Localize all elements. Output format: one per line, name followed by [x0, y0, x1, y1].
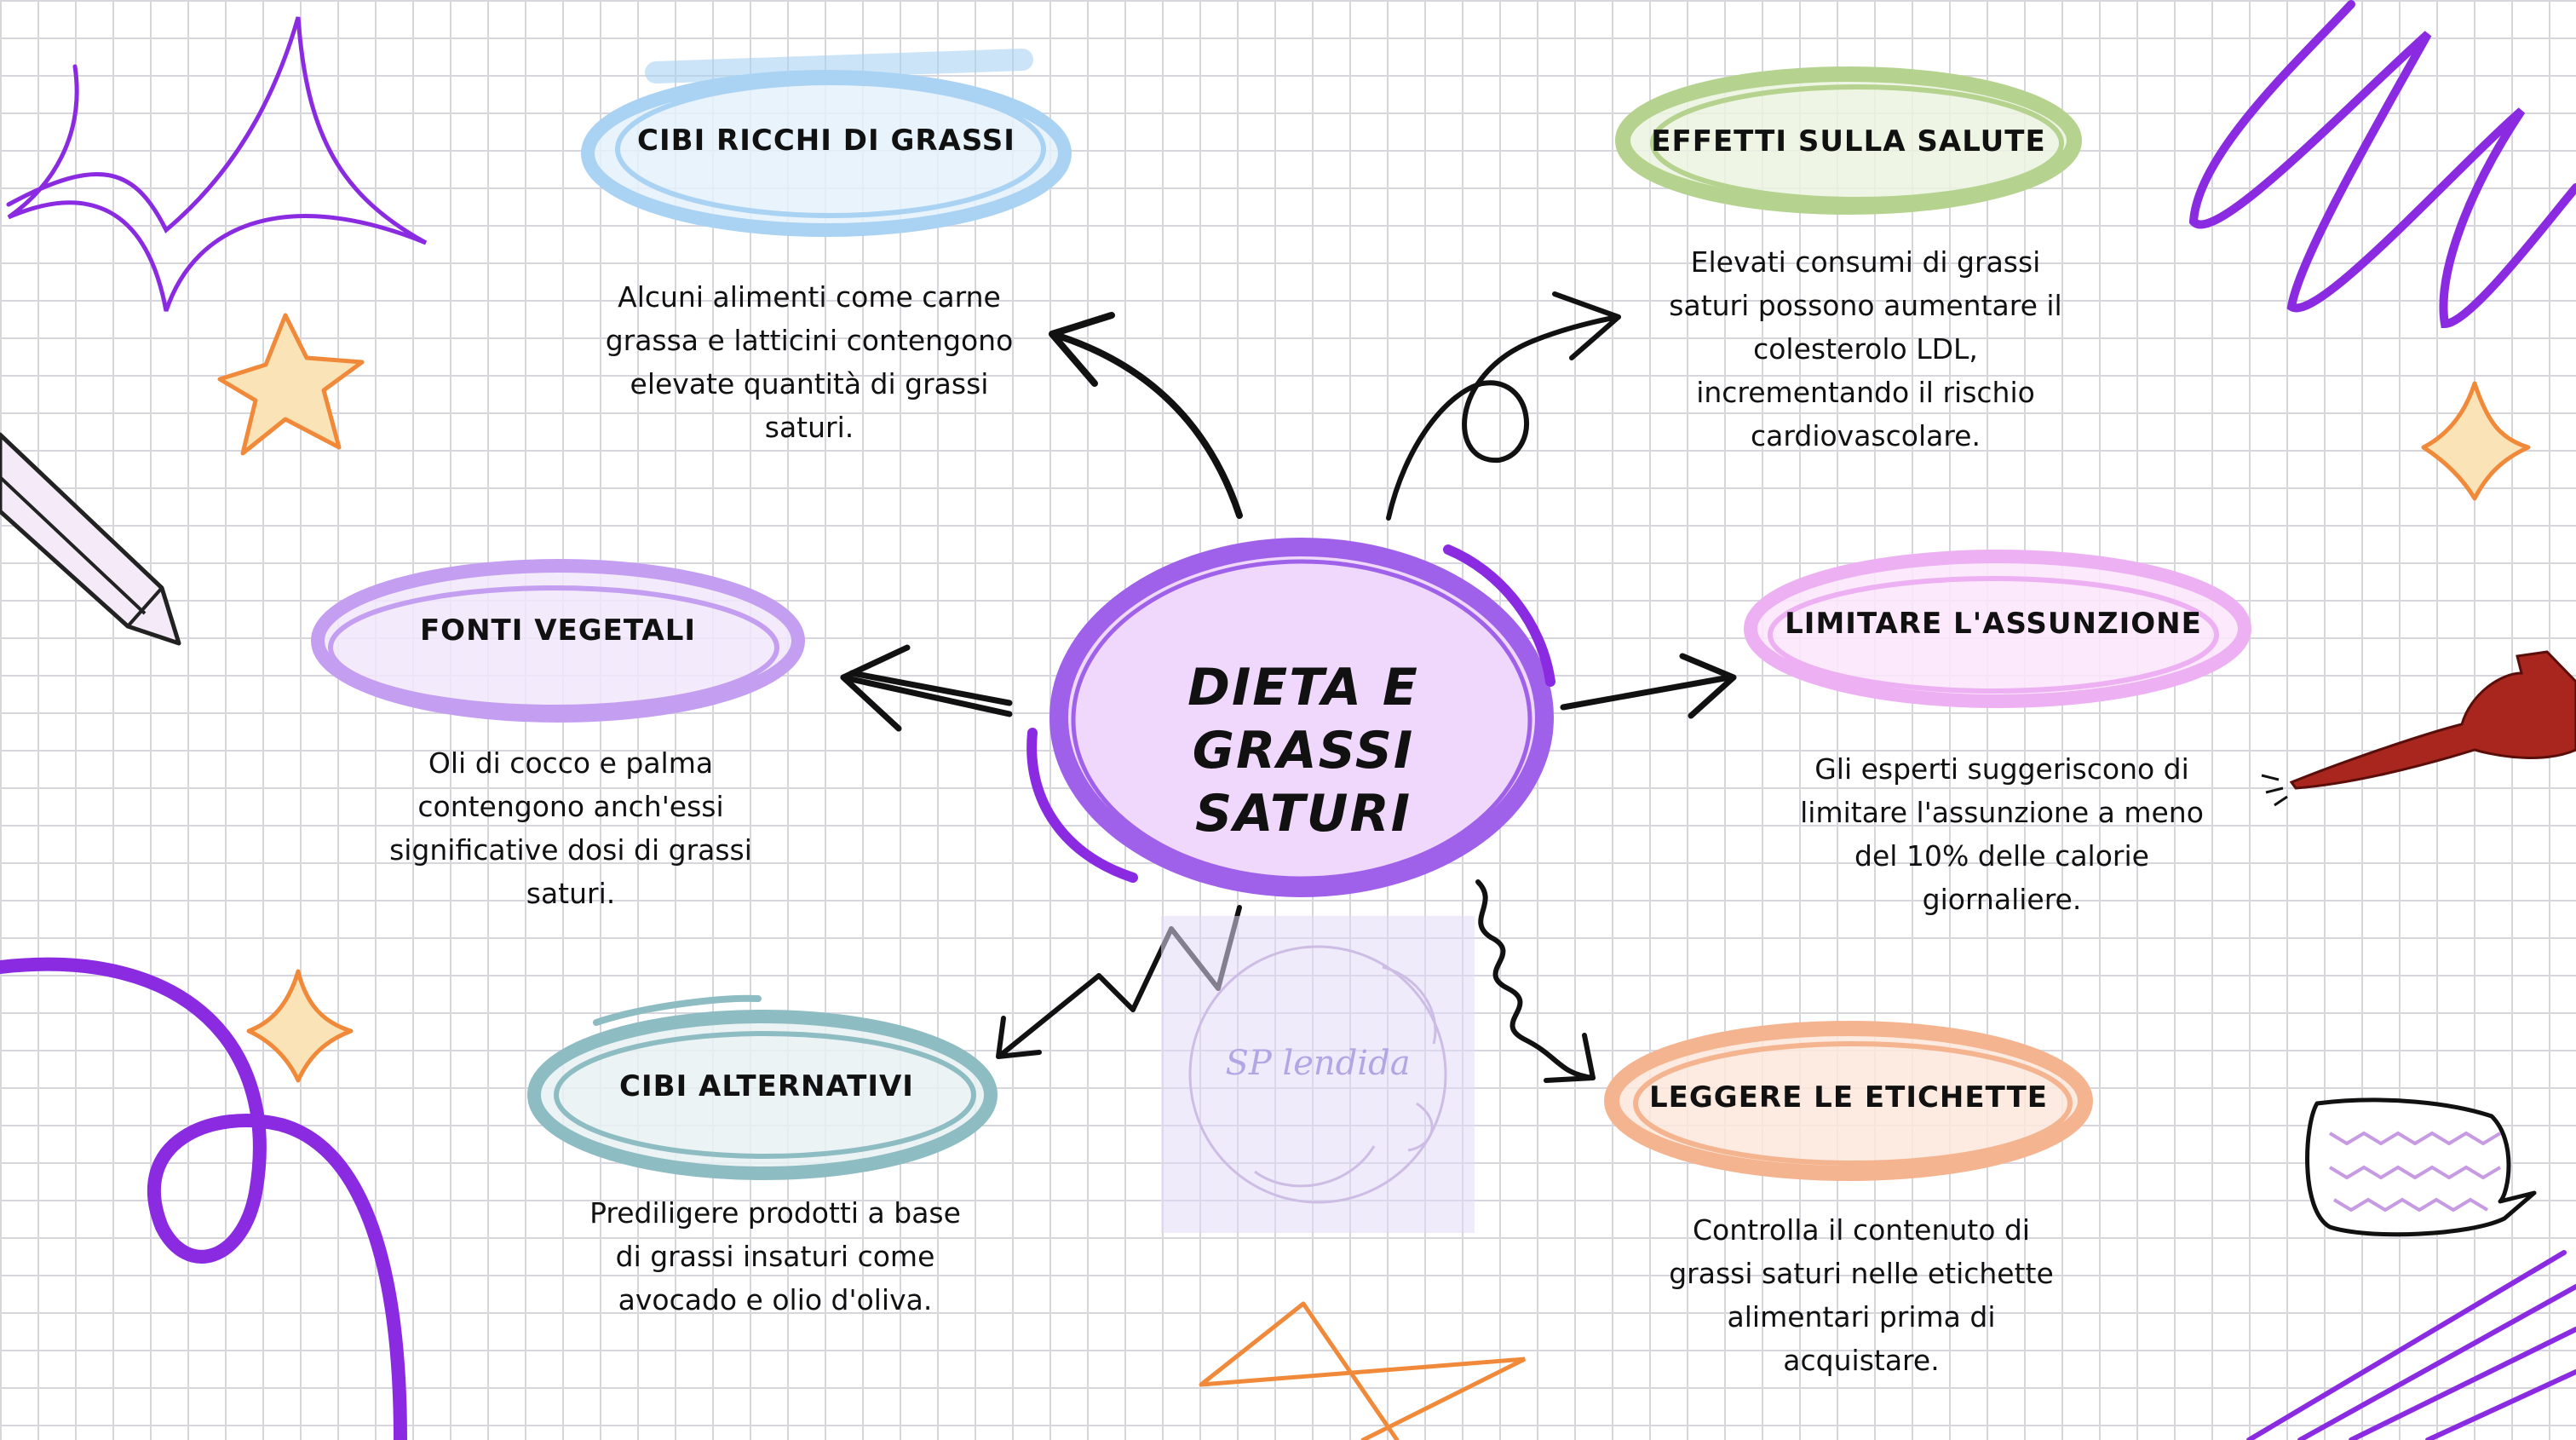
text-line: Controlla il contenuto di	[1597, 1208, 2125, 1252]
scribble-doodle	[2194, 4, 2576, 324]
text-line: Elevati consumi di grassi	[1601, 240, 2130, 284]
text-line: giornaliere.	[1738, 878, 2266, 921]
text-line: saturi.	[545, 406, 1073, 449]
node-title-alternativi: CIBI ALTERNATIVI	[554, 1069, 980, 1103]
text-line: incrementando il rischio	[1601, 371, 2130, 414]
text-line: limitare l'assunzione a meno	[1738, 791, 2266, 834]
node-title-fonti: FONTI VEGETALI	[341, 613, 775, 648]
text-line: grassa e latticini contengono	[545, 319, 1073, 362]
lines-doodle	[2249, 1253, 2576, 1440]
node-title-effetti: EFFETTI SULLA SALUTE	[1619, 124, 2079, 158]
star-icon	[220, 315, 362, 453]
pencil-icon	[0, 435, 179, 643]
text-line: significative dosi di grassi	[315, 828, 826, 872]
center-title-line: SATURI	[1073, 782, 1533, 845]
text-line: Gli esperti suggeriscono di	[1738, 747, 2266, 791]
text-line: avocado e olio d'oliva.	[511, 1278, 1039, 1322]
text-line: colesterolo LDL,	[1601, 327, 2130, 371]
arrow-to-cibi-ricchi	[1052, 315, 1239, 516]
arrow-to-fonti	[843, 648, 1009, 729]
node-text-effetti: Elevati consumi di grassi saturi possono…	[1601, 240, 2130, 458]
text-line: cardiovascolare.	[1601, 414, 2130, 458]
node-title-etichette: LEGGERE LE ETICHETTE	[1619, 1080, 2079, 1115]
text-line: del 10% delle calorie	[1738, 834, 2266, 878]
node-title-cibi-ricchi: CIBI RICCHI DI GRASSI	[588, 124, 1065, 158]
text-line: alimentari prima di	[1597, 1295, 2125, 1339]
text-line: saturi.	[315, 872, 826, 915]
text-line: acquistare.	[1597, 1339, 2125, 1382]
watermark-logo: SP lendida	[1161, 916, 1475, 1233]
text-line: Prediligere prodotti a base	[511, 1191, 1039, 1235]
sparkle-icon	[249, 971, 351, 1080]
text-line: di grassi insaturi come	[511, 1235, 1039, 1278]
node-text-limitare: Gli esperti suggeriscono di limitare l'a…	[1738, 747, 2266, 921]
text-line: contengono anch'essi	[315, 785, 826, 828]
arrow-to-limitare	[1563, 656, 1734, 716]
text-line: saturi possono aumentare il	[1601, 284, 2130, 327]
text-line: Oli di cocco e palma	[315, 741, 826, 785]
text-line: grassi saturi nelle etichette	[1597, 1252, 2125, 1295]
star-outline-doodle	[1201, 1304, 1525, 1440]
sparkle-icon	[2424, 383, 2528, 498]
arrow-to-effetti	[1389, 294, 1619, 518]
center-title-line: DIETA E GRASSI	[1073, 656, 1533, 782]
sparkle-doodle	[9, 17, 426, 311]
node-text-etichette: Controlla il contenuto di grassi saturi …	[1597, 1208, 2125, 1382]
text-line: Alcuni alimenti come carne	[545, 275, 1073, 319]
node-text-cibi-ricchi: Alcuni alimenti come carne grassa e latt…	[545, 275, 1073, 449]
speech-bubble-icon	[2308, 1100, 2534, 1235]
node-text-alternativi: Prediligere prodotti a base di grassi in…	[511, 1191, 1039, 1322]
center-title: DIETA E GRASSI SATURI	[1073, 656, 1533, 845]
arrow-to-etichette	[1478, 882, 1593, 1080]
watermark-text: SP lendida	[1161, 1044, 1475, 1083]
node-text-fonti: Oli di cocco e palma contengono anch'ess…	[315, 741, 826, 915]
node-title-limitare: LIMITARE L'ASSUNZIONE	[1763, 607, 2223, 641]
text-line: elevate quantità di grassi	[545, 362, 1073, 406]
pointing-hand-icon	[2262, 652, 2576, 805]
